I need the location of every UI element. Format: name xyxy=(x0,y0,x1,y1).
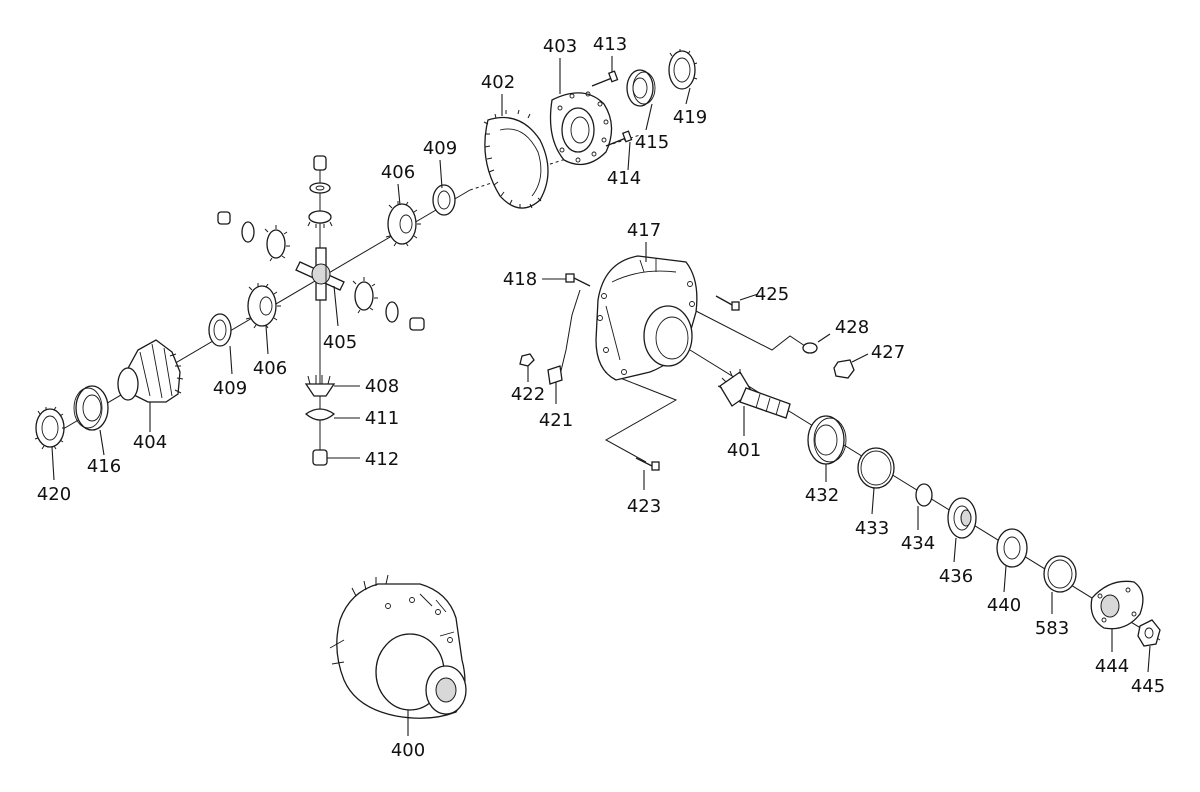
callout-408: 408 xyxy=(365,376,399,397)
part-upper-spider-parts xyxy=(307,155,333,228)
part-417-carrier-housing xyxy=(595,255,698,381)
part-403-case-flange xyxy=(549,91,613,166)
part-421-lock-plate xyxy=(547,365,563,385)
bolt-423-guide-line xyxy=(604,371,678,463)
callout-406-upper: 406 xyxy=(381,162,415,183)
callout-433: 433 xyxy=(855,518,889,539)
part-433-shim-ring xyxy=(857,447,895,489)
callout-405: 405 xyxy=(323,332,357,353)
part-406-side-gear-upper xyxy=(385,201,421,247)
part-left-side-pinion xyxy=(217,211,290,262)
part-405-cross-spider xyxy=(295,247,345,301)
part-406-side-gear-lower xyxy=(245,283,281,329)
part-416-bearing xyxy=(73,385,109,431)
bolt-418-guide-line xyxy=(559,289,581,376)
callout-445: 445 xyxy=(1131,676,1165,697)
callout-409-lower: 409 xyxy=(213,378,247,399)
part-415-bearing xyxy=(626,69,656,107)
callout-415: 415 xyxy=(635,132,669,153)
part-401-drive-pinion xyxy=(717,369,791,419)
callout-427: 427 xyxy=(871,342,905,363)
callout-400: 400 xyxy=(391,740,425,761)
callout-labels: 403 413 402 419 415 414 409 406 405 406 … xyxy=(37,34,1165,761)
part-434-spacer-ring xyxy=(915,483,933,507)
part-413-bolt xyxy=(591,70,619,87)
part-425-bolt xyxy=(715,295,740,311)
callout-421: 421 xyxy=(539,410,573,431)
part-440-oil-seal xyxy=(996,528,1028,568)
callout-402: 402 xyxy=(481,72,515,93)
callout-409-upper: 409 xyxy=(423,138,457,159)
callout-413: 413 xyxy=(593,34,627,55)
callout-414: 414 xyxy=(607,168,641,189)
part-420-bearing-cup xyxy=(34,406,65,450)
part-414-bolt xyxy=(605,130,633,147)
callout-418: 418 xyxy=(503,269,537,290)
bolt-425-guide-line xyxy=(693,309,806,351)
callout-401: 401 xyxy=(727,440,761,461)
part-418-bolt xyxy=(565,273,591,287)
callout-440: 440 xyxy=(987,595,1021,616)
part-445-flange-nut xyxy=(1137,619,1161,647)
part-422-nut xyxy=(519,353,535,367)
callout-425: 425 xyxy=(755,284,789,305)
callout-583: 583 xyxy=(1035,618,1069,639)
part-423-bolt xyxy=(635,457,660,471)
callout-404: 404 xyxy=(133,432,167,453)
part-404-differential-case xyxy=(117,339,184,403)
callout-423: 423 xyxy=(627,496,661,517)
callout-434: 434 xyxy=(901,533,935,554)
part-432-bearing xyxy=(807,415,847,465)
part-411-spherical-washer xyxy=(304,408,336,421)
part-436-bearing xyxy=(947,497,977,539)
part-583-shim xyxy=(1043,555,1077,593)
part-408-pinion-gear xyxy=(304,375,336,397)
part-428-o-ring xyxy=(802,342,818,354)
part-409-thrust-washer-lower xyxy=(208,313,232,347)
part-419-bearing-cup xyxy=(668,49,698,90)
callout-420: 420 xyxy=(37,484,71,505)
callout-444: 444 xyxy=(1095,656,1129,677)
callout-436: 436 xyxy=(939,566,973,587)
callout-406-lower: 406 xyxy=(253,358,287,379)
callout-403: 403 xyxy=(543,36,577,57)
part-427-plug xyxy=(833,359,855,379)
part-444-companion-flange xyxy=(1090,580,1144,630)
part-409-thrust-washer-upper xyxy=(432,184,456,216)
callout-411: 411 xyxy=(365,408,399,429)
callout-419: 419 xyxy=(673,107,707,128)
part-400-assembled-carrier xyxy=(329,574,467,719)
callout-412: 412 xyxy=(365,449,399,470)
callout-417: 417 xyxy=(627,220,661,241)
leader-lines xyxy=(51,56,1151,736)
callout-428: 428 xyxy=(835,317,869,338)
part-right-side-pinion xyxy=(352,277,425,331)
part-402-ring-gear xyxy=(483,109,549,209)
part-412-spacer xyxy=(312,449,328,466)
callout-432: 432 xyxy=(805,485,839,506)
callout-422: 422 xyxy=(511,384,545,405)
callout-416: 416 xyxy=(87,456,121,477)
